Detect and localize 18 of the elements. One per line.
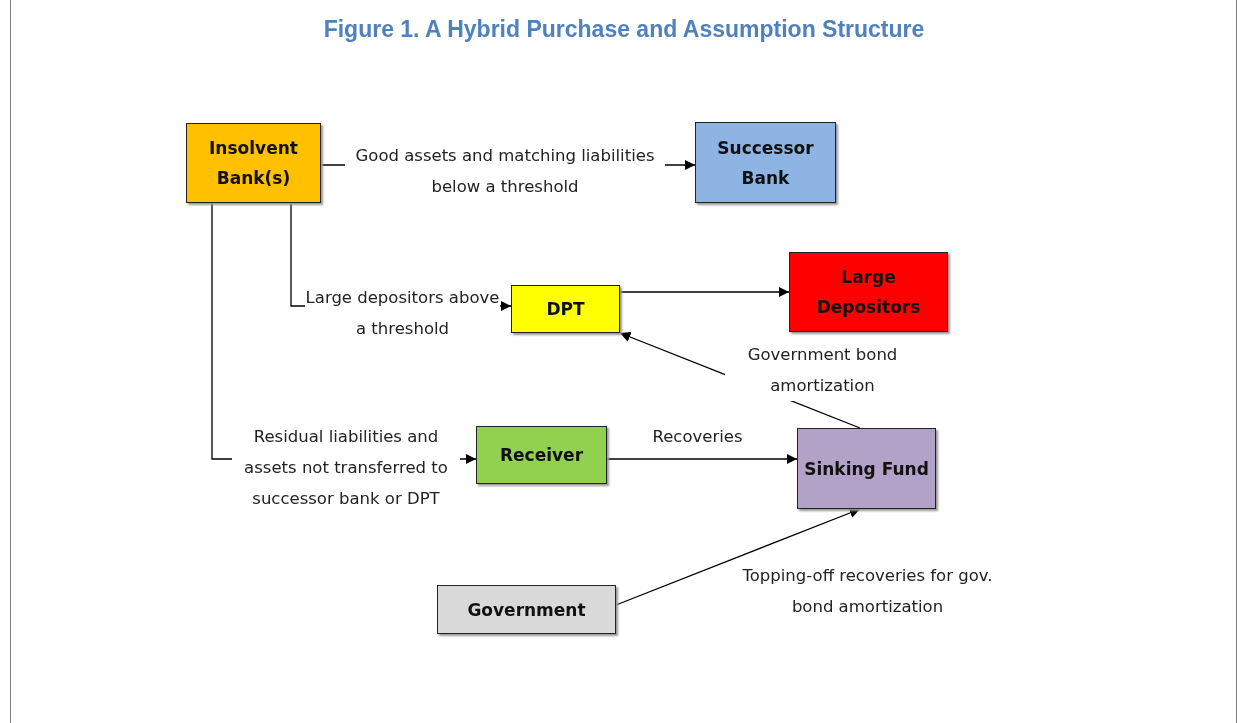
node-label: Receiver — [499, 444, 584, 467]
node-label: Government — [467, 598, 586, 622]
arrow — [606, 453, 798, 465]
figure-title: Figure 1. A Hybrid Purchase and Assumption Structure — [322, 16, 926, 43]
node-label: Insolvent Bank(s) — [208, 137, 299, 190]
process-box — [789, 252, 948, 332]
node-label: Large Depositors — [815, 266, 922, 319]
node-label: DPT — [546, 298, 585, 321]
process-box — [186, 123, 321, 203]
process-box — [511, 285, 620, 333]
node-label: Successor Bank — [716, 136, 815, 190]
arrow — [619, 286, 790, 298]
process-box — [797, 428, 936, 509]
arrow — [615, 507, 861, 606]
node-label: Sinking Fund — [804, 457, 929, 481]
process-box — [695, 122, 836, 203]
process-box — [476, 426, 607, 484]
process-box — [437, 585, 616, 634]
